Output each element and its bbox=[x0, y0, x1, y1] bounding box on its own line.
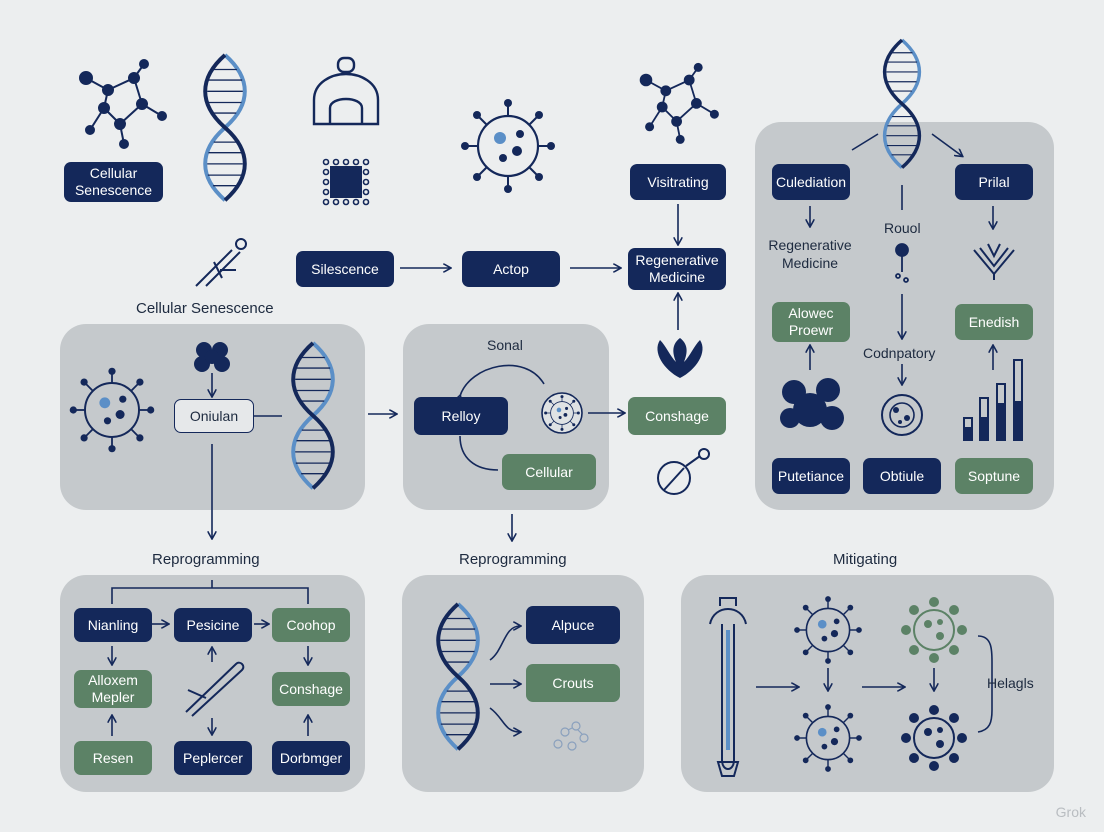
dropper-icon bbox=[895, 243, 909, 283]
virus-cell-icon-left bbox=[68, 366, 156, 454]
label-helagls: Helagls bbox=[987, 675, 1034, 691]
cell-cluster-icon bbox=[780, 378, 844, 430]
box-alowec-proewr[interactable]: Alowec Proewr bbox=[772, 302, 850, 342]
microscope-icon bbox=[881, 394, 923, 436]
bar-chart-icon bbox=[963, 359, 1023, 441]
label-codnpatory: Codnpatory bbox=[863, 345, 936, 361]
cell-cluster-icon-small bbox=[194, 342, 230, 372]
label-reprogramming-mid: Reprogramming bbox=[459, 551, 567, 568]
chip-icon bbox=[322, 158, 370, 206]
box-visitrating[interactable]: Visitrating bbox=[630, 164, 726, 200]
dna-helix-icon-top-right bbox=[882, 38, 922, 170]
dna-helix-icon bbox=[203, 53, 247, 203]
box-culediation[interactable]: Culediation bbox=[772, 164, 850, 200]
virus-cell-icon-top bbox=[793, 595, 863, 665]
box-oniulan[interactable]: Oniulan bbox=[174, 399, 254, 433]
virus-cell-icon-bottom bbox=[793, 703, 863, 773]
box-alpuce[interactable]: Alpuce bbox=[526, 606, 620, 644]
magnifier-icon bbox=[657, 448, 710, 495]
box-dorbmger[interactable]: Dorbmger bbox=[272, 741, 350, 775]
label-regenerative-medicine-right: Regenerative Medicine bbox=[768, 237, 852, 271]
box-cellular[interactable]: Cellular bbox=[502, 454, 596, 490]
box-regenerative-medicine[interactable]: Regenerative Medicine bbox=[628, 248, 726, 290]
label-mitigating: Mitigating bbox=[833, 551, 898, 568]
label-rouol: Rouol bbox=[884, 220, 921, 236]
green-cell-icon bbox=[901, 597, 967, 663]
box-alloxem-mepler[interactable]: Alloxem Mepler bbox=[74, 670, 152, 708]
shell-icon bbox=[657, 338, 703, 378]
watermark: Grok bbox=[1055, 804, 1086, 820]
box-resen[interactable]: Resen bbox=[74, 741, 152, 775]
molecule-icon bbox=[79, 59, 167, 149]
box-conshage-bottom[interactable]: Conshage bbox=[272, 672, 350, 706]
box-obtiule[interactable]: Obtiule bbox=[863, 458, 941, 494]
dark-cell-icon bbox=[901, 705, 967, 771]
box-pesicine[interactable]: Pesicine bbox=[174, 608, 252, 642]
box-relloy[interactable]: Relloy bbox=[414, 397, 508, 435]
virus-cell-icon bbox=[459, 97, 557, 195]
flower-icon bbox=[973, 243, 1015, 280]
dna-helix-icon-mid bbox=[291, 341, 335, 491]
box-prilal[interactable]: Prilal bbox=[955, 164, 1033, 200]
molecule-icon-faint bbox=[553, 721, 589, 751]
box-cellular-senescence[interactable]: Cellular Senescence bbox=[64, 162, 163, 202]
box-conshage-mid[interactable]: Conshage bbox=[628, 397, 726, 435]
label-cellular-senescence: Cellular Senescence bbox=[136, 300, 274, 317]
box-silescence[interactable]: Silescence bbox=[296, 251, 394, 287]
label-reprogramming-left: Reprogramming bbox=[152, 551, 260, 568]
box-coohop[interactable]: Coohop bbox=[272, 608, 350, 642]
mitochondria-icon bbox=[709, 597, 747, 777]
label-sonal: Sonal bbox=[487, 337, 523, 353]
molecule-icon-right bbox=[639, 62, 719, 144]
dna-helix-icon-bottom bbox=[436, 602, 480, 752]
box-crouts[interactable]: Crouts bbox=[526, 664, 620, 702]
stamp-icon bbox=[312, 56, 380, 126]
box-soptune[interactable]: Soptune bbox=[955, 458, 1033, 494]
box-peplercer[interactable]: Peplercer bbox=[174, 741, 252, 775]
pen-icon bbox=[185, 661, 245, 717]
box-putetiance[interactable]: Putetiance bbox=[772, 458, 850, 494]
pipette-icon bbox=[195, 238, 247, 287]
box-actop[interactable]: Actop bbox=[462, 251, 560, 287]
box-enedish[interactable]: Enedish bbox=[955, 304, 1033, 340]
box-nianling[interactable]: Nianling bbox=[74, 608, 152, 642]
